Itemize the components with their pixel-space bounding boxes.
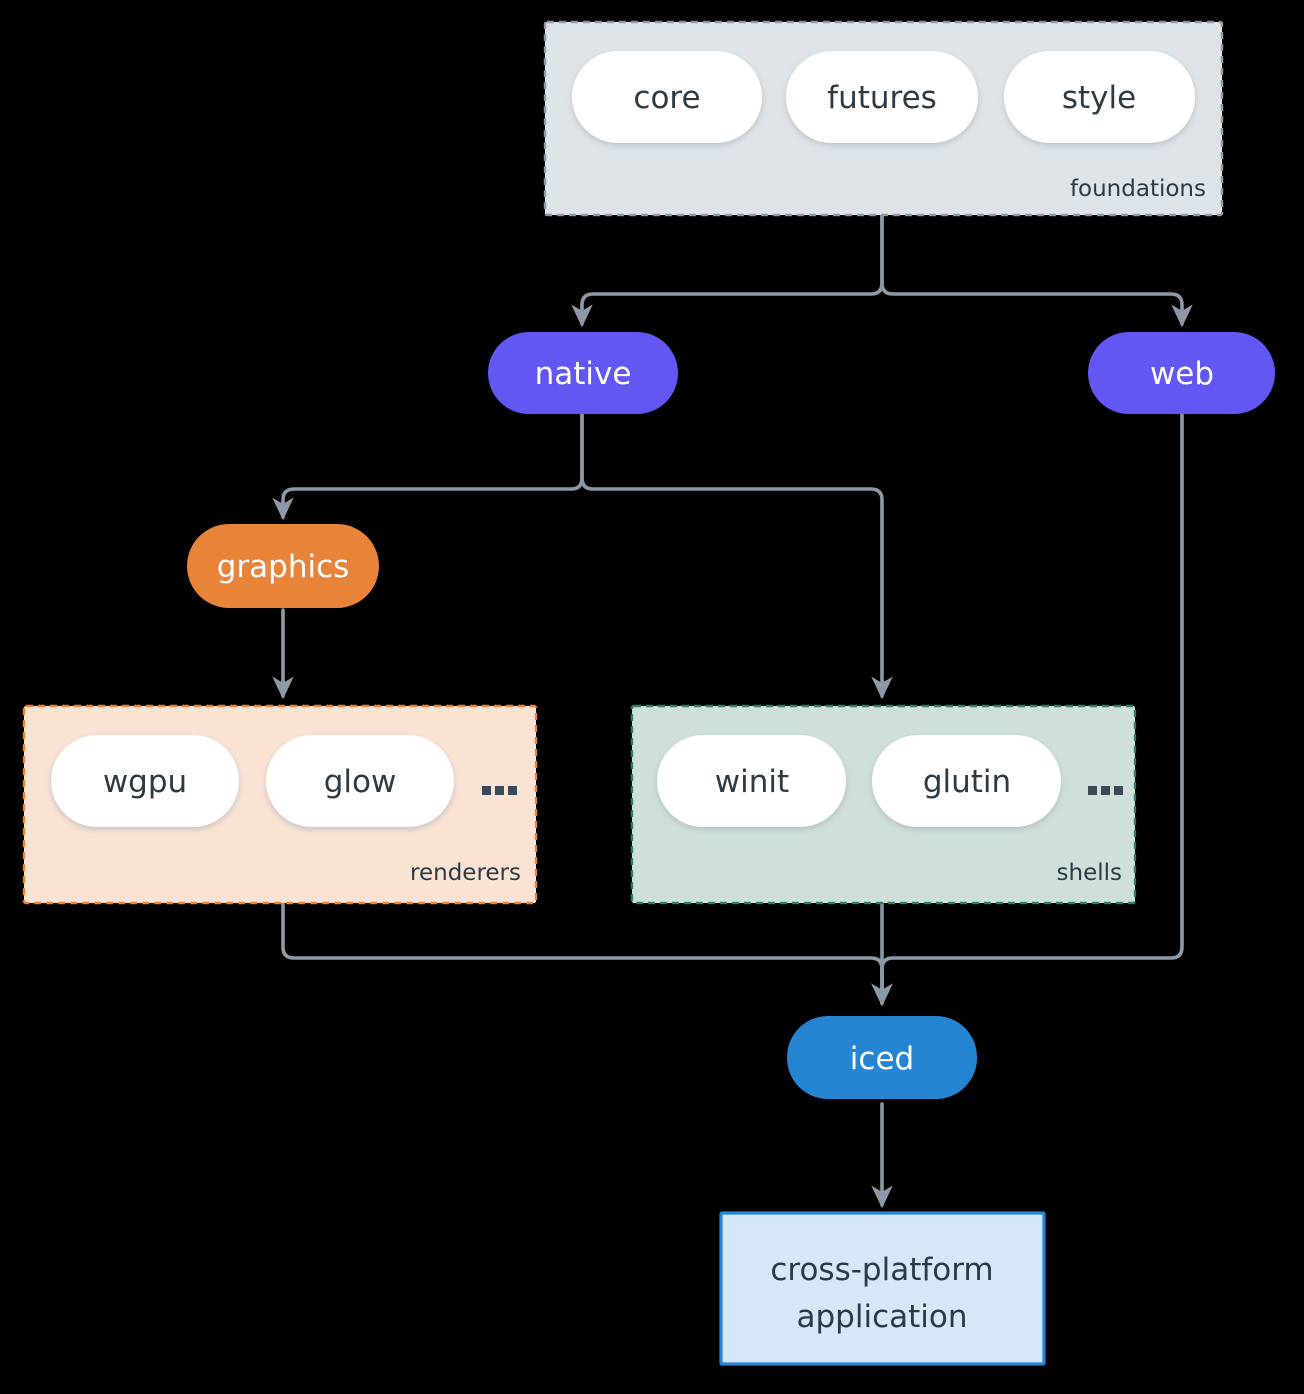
cluster-renderers: wgpu glow renderers xyxy=(22,704,538,905)
shells-ellipsis-icon xyxy=(1088,786,1123,795)
leaf-glutin[interactable]: glutin xyxy=(872,735,1061,827)
node-application[interactable]: cross-platform application xyxy=(719,1211,1046,1366)
cluster-foundations: core futures style foundations xyxy=(543,20,1224,217)
node-web-pill[interactable] xyxy=(1088,332,1275,414)
leaf-futures-label: futures xyxy=(827,80,937,116)
leaf-wgpu-label: wgpu xyxy=(103,764,187,800)
cluster-renderers-label: renderers xyxy=(410,860,521,886)
leaf-glow-pill[interactable] xyxy=(266,735,454,827)
leaf-wgpu[interactable]: wgpu xyxy=(51,735,239,827)
leaf-futures[interactable]: futures xyxy=(786,51,978,143)
node-native-label: native xyxy=(535,356,632,392)
renderers-ellipsis-icon xyxy=(482,786,517,795)
leaf-style[interactable]: style xyxy=(1004,51,1195,143)
edge-web-to-iced xyxy=(871,413,1184,1007)
edge-native-to-graphics xyxy=(272,413,584,521)
leaf-futures-pill[interactable] xyxy=(786,51,978,143)
edge-layer xyxy=(272,213,1193,1209)
edge-foundations-to-native xyxy=(571,213,884,328)
leaf-glutin-label: glutin xyxy=(923,764,1011,800)
leaf-style-pill[interactable] xyxy=(1004,51,1195,143)
cluster-shells-label: shells xyxy=(1057,860,1122,886)
node-graphics-label: graphics xyxy=(217,549,350,585)
node-native[interactable]: native xyxy=(488,332,678,414)
node-application-label-line2: application xyxy=(797,1299,968,1335)
leaf-core-label: core xyxy=(633,80,700,116)
node-application-box[interactable] xyxy=(719,1211,1046,1366)
node-iced-pill[interactable] xyxy=(787,1016,977,1099)
cluster-shells: winit glutin shells xyxy=(630,704,1137,905)
node-graphics-pill[interactable] xyxy=(187,524,379,608)
node-application-label-line1: cross-platform xyxy=(770,1252,993,1288)
cluster-foundations-label: foundations xyxy=(1070,176,1206,202)
leaf-wgpu-pill[interactable] xyxy=(51,735,239,827)
leaf-core-pill[interactable] xyxy=(572,51,762,143)
node-iced-label: iced xyxy=(850,1041,914,1077)
leaf-core[interactable]: core xyxy=(572,51,762,143)
node-iced[interactable]: iced xyxy=(787,1016,977,1099)
node-native-pill[interactable] xyxy=(488,332,678,414)
edge-renderers-to-iced xyxy=(281,902,893,1007)
leaf-glow[interactable]: glow xyxy=(266,735,454,827)
edge-native-to-shells xyxy=(580,413,893,700)
leaf-glutin-pill[interactable] xyxy=(872,735,1061,827)
node-graphics[interactable]: graphics xyxy=(187,524,379,608)
leaf-glow-label: glow xyxy=(324,764,397,800)
leaf-winit-pill[interactable] xyxy=(657,735,846,827)
edge-foundations-to-web xyxy=(880,213,1193,328)
leaf-winit-label: winit xyxy=(715,764,789,800)
node-web-label: web xyxy=(1150,356,1214,392)
leaf-winit[interactable]: winit xyxy=(657,735,846,827)
node-web[interactable]: web xyxy=(1088,332,1275,414)
leaf-style-label: style xyxy=(1062,80,1136,116)
